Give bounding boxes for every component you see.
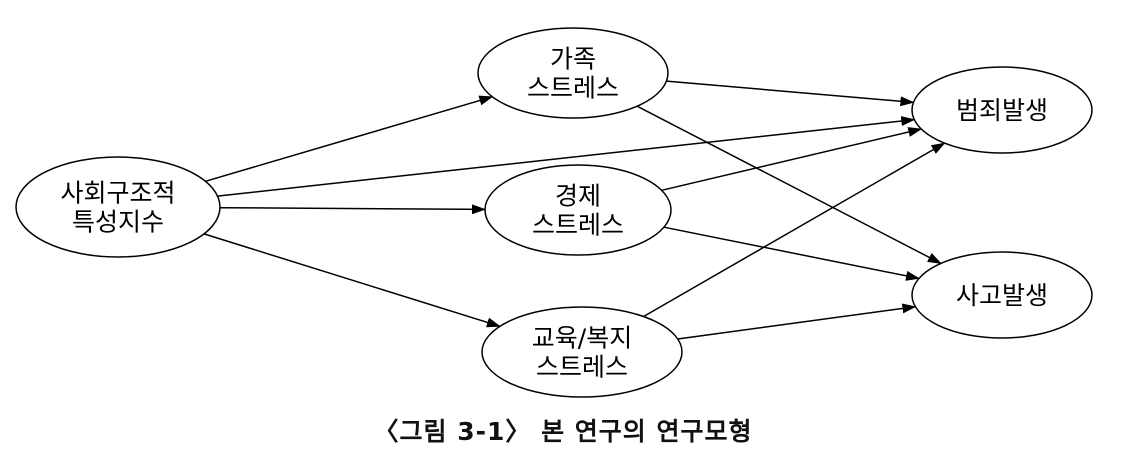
edge-eduwelfare-accident bbox=[677, 303, 917, 340]
figure-caption: 〈그림 3-1〉 본 연구의 연구모형 bbox=[373, 417, 753, 446]
edge-family-crime bbox=[666, 80, 915, 107]
node-eduwelfare bbox=[481, 306, 683, 398]
edge-social-crime bbox=[217, 116, 916, 197]
node-accident bbox=[911, 251, 1093, 339]
edge-social-economy bbox=[219, 204, 486, 215]
edge-eduwelfare-crime bbox=[643, 142, 946, 318]
edge-social-family bbox=[205, 95, 494, 183]
edge-social-eduwelfare bbox=[203, 233, 501, 328]
node-social bbox=[15, 156, 221, 258]
edge-economy-crime bbox=[661, 127, 923, 192]
node-crime-label: 범죄발생 bbox=[956, 96, 1048, 125]
edge-economy-accident bbox=[663, 226, 920, 281]
edge-family-accident bbox=[636, 105, 942, 265]
node-accident-label: 사고발생 bbox=[956, 281, 1048, 310]
node-family bbox=[477, 27, 669, 119]
node-crime bbox=[911, 66, 1093, 154]
